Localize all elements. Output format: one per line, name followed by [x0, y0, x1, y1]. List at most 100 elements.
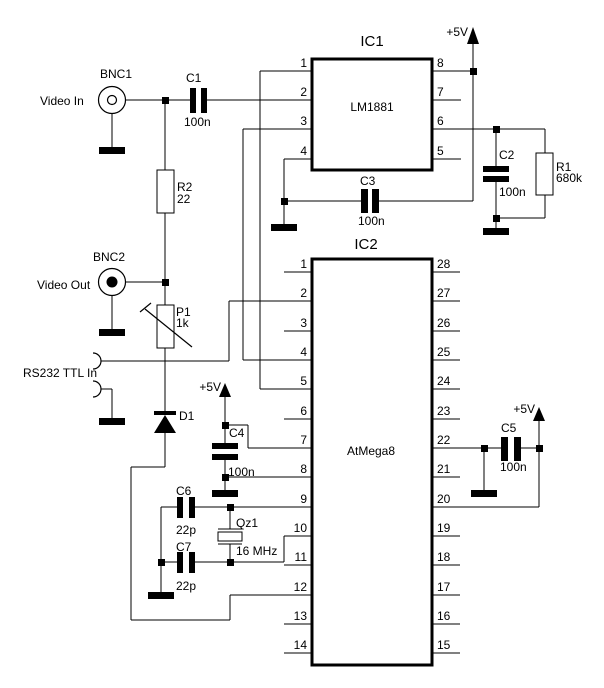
r2-value: 22 — [177, 192, 191, 206]
capacitor-c2-plate — [483, 176, 509, 182]
capacitor-c6-plate — [177, 497, 183, 518]
power-arrow-icon — [533, 407, 545, 421]
ic1-pin-label: 4 — [300, 144, 307, 158]
ground-symbol-icon — [471, 490, 497, 497]
ic2-pin-label: 6 — [300, 404, 307, 418]
c1-ref: C1 — [186, 71, 202, 85]
crystal-oscillator: C6 22p Qz1 16 MHz C7 22p — [148, 484, 312, 599]
ic2-atmega8: IC2 AtMega8 1 2 3 4 5 6 7 8 9 10 11 12 1… — [284, 236, 460, 667]
rs232-contact-icon — [92, 380, 102, 398]
capacitor-c6-plate — [189, 497, 195, 518]
c2-value: 100n — [499, 185, 526, 199]
capacitor-c5-plate — [501, 437, 508, 461]
c2-r1-network: C2 100n R1 680k — [483, 126, 583, 235]
ic2-pin-label: 12 — [294, 580, 308, 594]
capacitor-c4-plate — [212, 454, 238, 460]
potentiometer-arrow-icon — [144, 308, 193, 348]
ic2-pin-label: 15 — [437, 638, 451, 652]
ic2-pin-label: 13 — [294, 609, 308, 623]
ic2-pin-label: 27 — [437, 286, 451, 300]
ic2-pin-label: 4 — [300, 345, 307, 359]
bnc2-outer-ring-icon — [97, 267, 127, 297]
diode-triangle-icon — [154, 415, 176, 433]
capacitor-c3-plate — [372, 189, 379, 213]
power-arrow-icon — [467, 27, 479, 44]
ic2-pin-label: 8 — [300, 462, 307, 476]
capacitor-c1-plate — [190, 88, 196, 113]
power-rail-ic1: +5V — [446, 25, 479, 201]
ic1-part: LM1881 — [350, 100, 394, 114]
ic1-ref: IC1 — [360, 33, 383, 50]
ic2-pin-label: 16 — [437, 609, 451, 623]
c3-decoupling: C3 100n — [271, 174, 473, 231]
d1-diode: D1 — [130, 409, 312, 621]
bnc2-center-pin-icon — [106, 276, 118, 288]
r1-value: 680k — [556, 171, 583, 185]
p1-trimmer: P1 1k — [139, 302, 193, 411]
ic2-pin-label: 28 — [437, 257, 451, 271]
ic1-pin-label: 3 — [300, 114, 307, 128]
ic1-pin-label: 8 — [437, 56, 444, 70]
c4-value: 100n — [228, 465, 255, 479]
r2-ref: R2 — [177, 180, 193, 194]
ic2-pin-label: 5 — [300, 374, 307, 388]
c3-ref: C3 — [360, 174, 376, 188]
d1-ref: D1 — [179, 409, 195, 423]
power-label: +5V — [513, 402, 535, 416]
capacitor-c4-plate — [212, 443, 238, 449]
c1-value: 100n — [184, 115, 211, 129]
ground-symbol-icon — [99, 418, 125, 425]
c2-ref: C2 — [499, 148, 515, 162]
ic1-body — [310, 57, 434, 172]
bnc2-connector: BNC2 Video Out — [37, 250, 169, 336]
ground-symbol-icon — [148, 592, 174, 599]
c6-ref: C6 — [176, 484, 192, 498]
ic2-pin-label: 18 — [437, 550, 451, 564]
power-arrow-icon — [219, 383, 231, 397]
junction-dot — [470, 68, 477, 75]
rs232-label: RS232 TTL In — [23, 366, 97, 380]
capacitor-c1-plate — [201, 88, 207, 113]
p1-ref: P1 — [176, 305, 191, 319]
bnc2-ref: BNC2 — [93, 250, 125, 264]
ic1-lm1881: IC1 LM1881 1 2 3 4 8 7 6 5 — [242, 33, 545, 390]
capacitor-c7-plate — [189, 552, 195, 573]
ic2-pin-label: 21 — [437, 462, 451, 476]
ic2-pin-label: 17 — [437, 580, 451, 594]
capacitor-c5-plate — [514, 437, 521, 461]
ic2-part: AtMega8 — [347, 444, 395, 458]
rs232-input: RS232 TTL In — [23, 300, 312, 425]
ic2-pin-label: 1 — [300, 257, 307, 271]
ic2-pin-label: 10 — [294, 521, 308, 535]
ic1-pin-label: 1 — [300, 56, 307, 70]
junction-dot — [162, 97, 169, 104]
ic2-pin-label: 26 — [437, 316, 451, 330]
ic2-pin-label: 22 — [437, 433, 451, 447]
c5-ref: C5 — [501, 421, 517, 435]
ic2-pin-label: 3 — [300, 316, 307, 330]
r1-ref: R1 — [556, 160, 572, 174]
ic1-pin-numbers: 1 2 3 4 8 7 6 5 — [300, 56, 444, 158]
ic2-pin-label: 23 — [437, 404, 451, 418]
resistor-r1-body — [535, 152, 554, 196]
rs232-contact-icon — [92, 352, 102, 370]
p1-value: 1k — [176, 316, 190, 330]
bnc1-center-pin-icon — [106, 94, 118, 106]
ic1-pin-label: 5 — [437, 144, 444, 158]
potentiometer-arrow-tick-icon — [139, 302, 152, 313]
ic2-pin-numbers: 1 2 3 4 5 6 7 8 9 10 11 12 13 14 28 27 2… — [294, 257, 451, 652]
junction-dot — [162, 279, 169, 286]
bnc1-connector: BNC1 Video In — [40, 67, 190, 154]
potentiometer-p1-body — [156, 304, 175, 349]
qz1-ref: Qz1 — [236, 516, 258, 530]
c5-value: 100n — [500, 460, 527, 474]
c7-value: 22p — [176, 579, 196, 593]
c6-value: 22p — [176, 523, 196, 537]
ic2-pin-label: 25 — [437, 345, 451, 359]
ic2-pin-label: 24 — [437, 374, 451, 388]
video-out-label: Video Out — [37, 278, 91, 292]
power-label: +5V — [199, 380, 221, 394]
ic2-pin-label: 20 — [437, 492, 451, 506]
